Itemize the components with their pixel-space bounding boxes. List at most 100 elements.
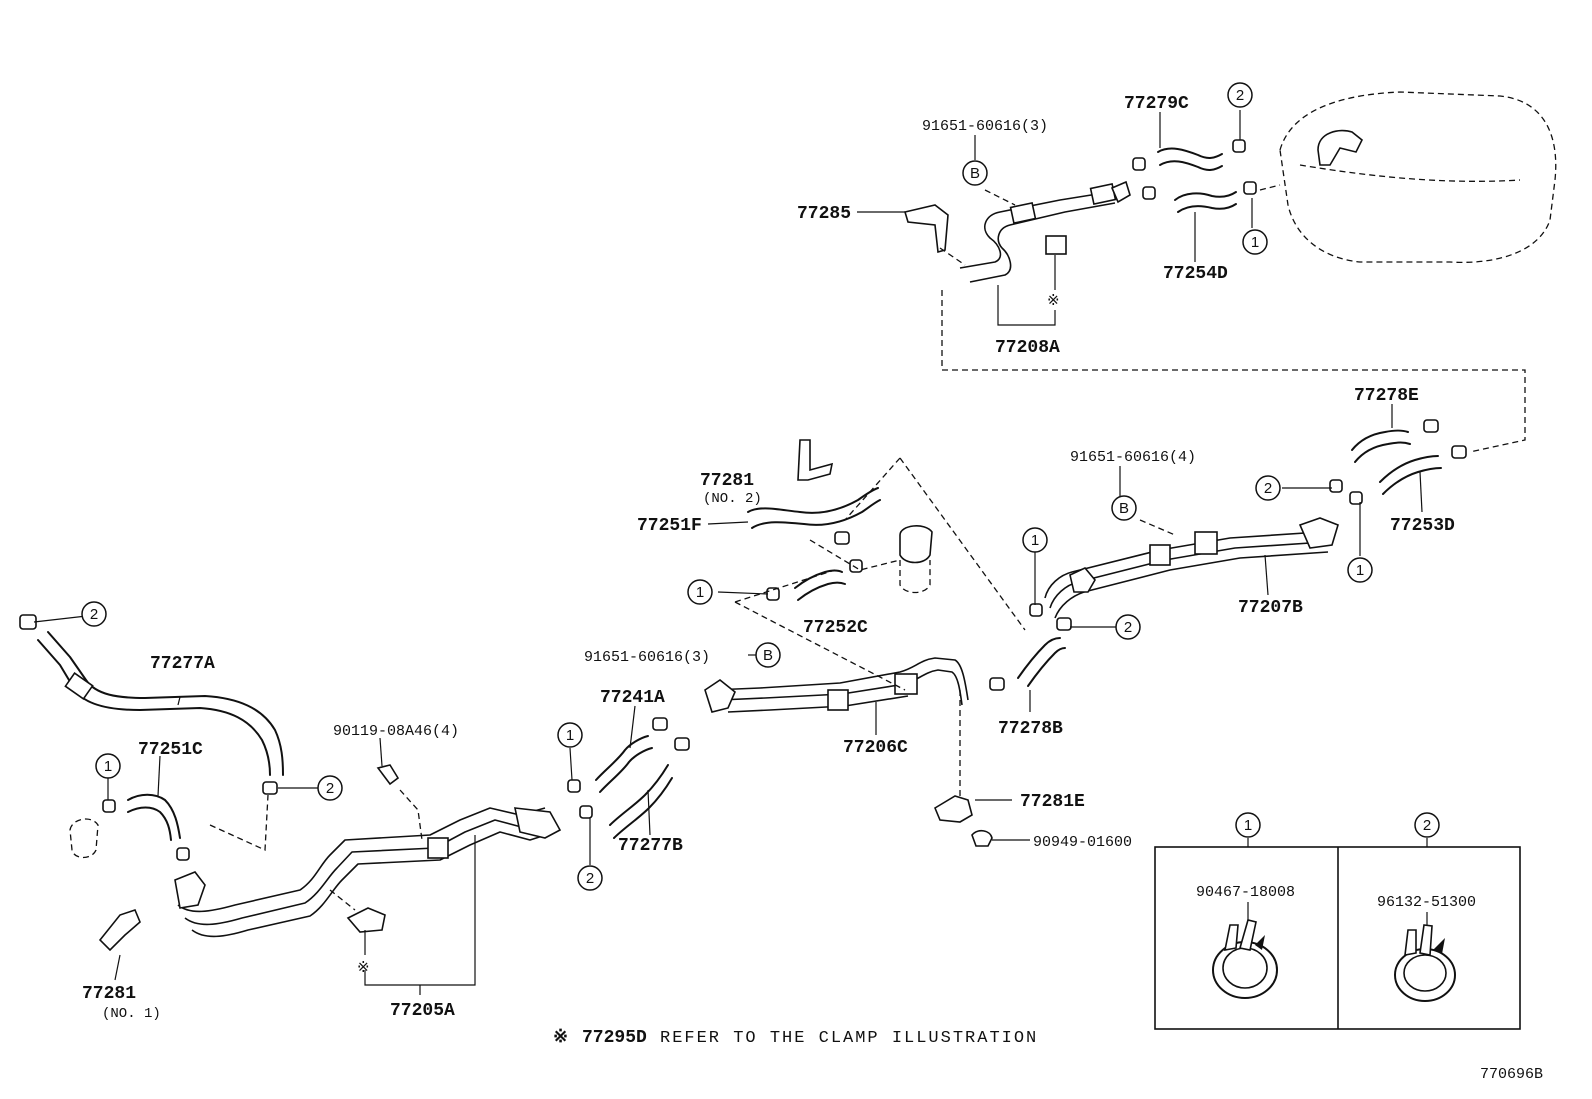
- legend-header-2: 2: [1414, 812, 1440, 838]
- label-77252C: 77252C: [803, 618, 868, 638]
- callout-circle-1-right: 1: [1347, 557, 1373, 583]
- label-77281-no1-sub: (NO. 1): [102, 1006, 161, 1022]
- callout-circle-1-midleft: 1: [557, 722, 583, 748]
- clamp-77295D-left: [346, 907, 386, 933]
- callout-label: 1: [566, 727, 574, 744]
- hose-77253D: [1379, 455, 1442, 495]
- label-77253D: 77253D: [1390, 516, 1455, 536]
- fuel-filter: [899, 525, 933, 594]
- hose-77252C: [766, 559, 863, 601]
- fuel-pipe-77208A: [959, 180, 1131, 283]
- callout-circle-2-midleft: 2: [577, 865, 603, 891]
- label-91651-60616-4: 91651-60616(4): [1070, 449, 1196, 466]
- bracket-77281E: [933, 795, 973, 823]
- callout-circle-1-mid: 1: [687, 579, 713, 605]
- callout-circle-b-mid: B: [755, 642, 781, 668]
- drawing-id: 770696B: [1480, 1066, 1543, 1083]
- callout-circle-b-right: B: [1111, 495, 1137, 521]
- callout-label: 2: [90, 606, 98, 623]
- hose-77278E: [1351, 429, 1411, 463]
- label-77206C: 77206C: [843, 738, 908, 758]
- dashed-guides: [209, 184, 1526, 911]
- callout-circle-1-top: 1: [1242, 229, 1268, 255]
- clamp-mark-77205A: ※: [357, 960, 370, 977]
- callout-label: B: [763, 647, 773, 664]
- bracket-77285: [903, 204, 949, 254]
- hose-77254D: [1174, 191, 1237, 213]
- callout-label: 1: [104, 758, 112, 775]
- hose-77277A: [19, 614, 284, 795]
- label-77281-no2: 77281: [700, 471, 754, 491]
- hose-77278B: [1017, 637, 1066, 687]
- callout-circle-2-midright: 2: [1115, 614, 1141, 640]
- fuel-pump: [69, 818, 99, 859]
- clamps-right: [1029, 419, 1467, 631]
- callout-circle-2-left-top: 2: [81, 601, 107, 627]
- fuel-pipe-77207B: [1044, 517, 1339, 619]
- label-77207B: 77207B: [1238, 598, 1303, 618]
- callout-label: 2: [326, 780, 334, 797]
- label-90119-08A46-4: 90119-08A46(4): [333, 723, 459, 740]
- footnote: ※ 77295D REFER TO THE CLAMP ILLUSTRATION: [553, 1028, 1038, 1048]
- label-77279C: 77279C: [1124, 94, 1189, 114]
- clamp-legend-box: 1 2 90467-18008 96132-51300: [1154, 812, 1521, 1030]
- label-77281-no1: 77281: [82, 984, 136, 1004]
- label-90949-01600: 90949-01600: [1033, 834, 1132, 851]
- bracket-77281-no2: [797, 439, 834, 481]
- clamp-mark-77208A: ※: [1047, 293, 1060, 310]
- hose-77279C: [1157, 147, 1223, 171]
- callout-circle-2-top: 2: [1227, 82, 1253, 108]
- label-77208A: 77208A: [995, 338, 1060, 358]
- fuel-tank: [1279, 91, 1557, 264]
- hose-77251F: [747, 487, 881, 545]
- label-77285: 77285: [797, 204, 851, 224]
- callout-label: 2: [586, 870, 594, 887]
- callout-label: B: [1119, 500, 1129, 517]
- footnote-text: REFER TO THE CLAMP ILLUSTRATION: [660, 1029, 1038, 1048]
- label-77281E: 77281E: [1020, 792, 1085, 812]
- fuel-pipe-77205A: [174, 807, 562, 938]
- label-77251C: 77251C: [138, 740, 203, 760]
- label-77254D: 77254D: [1163, 264, 1228, 284]
- label-77281-no2-sub: (NO. 2): [703, 491, 762, 507]
- legend-header-1-label: 1: [1244, 817, 1252, 834]
- label-77278E: 77278E: [1354, 386, 1419, 406]
- hose-77251C: [102, 793, 190, 861]
- callout-label: 1: [696, 584, 704, 601]
- callout-label: 2: [1236, 87, 1244, 104]
- label-77278B: 77278B: [998, 719, 1063, 739]
- clamps-mid: [567, 677, 1005, 819]
- legend-header-1: 1: [1235, 812, 1261, 838]
- clamps-top: [1132, 139, 1257, 200]
- legend-part-90467-18008: 90467-18008: [1196, 884, 1295, 901]
- label-77251F: 77251F: [637, 516, 702, 536]
- bracket-77281-no1: [98, 909, 141, 952]
- leader-lines: [33, 110, 1423, 995]
- legend-part-96132-51300: 96132-51300: [1377, 894, 1476, 911]
- callout-label: B: [970, 165, 980, 182]
- footnote-code: 77295D: [582, 1028, 647, 1048]
- label-77277A: 77277A: [150, 654, 215, 674]
- label-77205A: 77205A: [390, 1001, 455, 1021]
- callout-circle-2-left: 2: [317, 775, 343, 801]
- legend-header-2-label: 2: [1423, 817, 1431, 834]
- callout-circle-2-right: 2: [1255, 475, 1281, 501]
- callout-circle-b-top: B: [962, 160, 988, 186]
- spring-clamp-icon-2: [1394, 924, 1456, 1002]
- label-77277B: 77277B: [618, 836, 683, 856]
- label-77241A: 77241A: [600, 688, 665, 708]
- callout-circle-1-left: 1: [95, 753, 121, 779]
- hose-77277B: [609, 764, 673, 839]
- callout-label: 1: [1251, 234, 1259, 251]
- footnote-mark: ※: [553, 1028, 568, 1048]
- bolt-90119-08A46: [376, 764, 400, 786]
- callout-label: 1: [1356, 562, 1364, 579]
- callout-label: 2: [1124, 619, 1132, 636]
- hose-77241A: [595, 735, 653, 793]
- grommet-90949-01600: [971, 829, 993, 847]
- callout-label: 2: [1264, 480, 1272, 497]
- callout-label: 1: [1031, 532, 1039, 549]
- label-91651-60616-3-mid: 91651-60616(3): [584, 649, 710, 666]
- spring-clamp-icon-1: [1212, 919, 1278, 999]
